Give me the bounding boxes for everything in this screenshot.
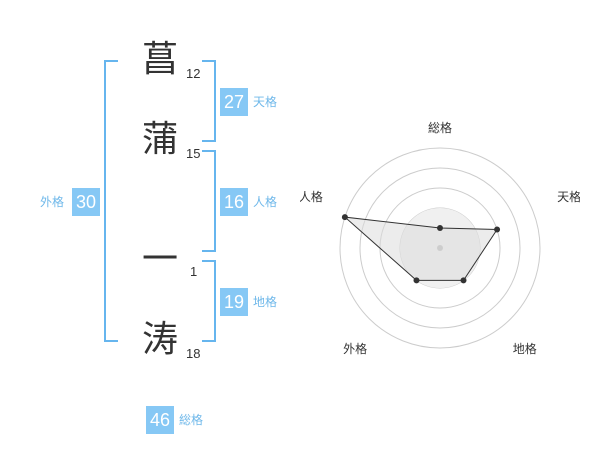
radar-point-3 (460, 277, 467, 284)
name-char-4: 涛 (142, 319, 179, 360)
chikaku-value: 19 (220, 288, 248, 316)
radar-grid-circle-4 (359, 167, 521, 329)
name-char-1: 菖 (142, 39, 179, 80)
gaikaku-label: 外格 (40, 195, 65, 209)
radar-axis-label-4: 外格 (343, 341, 367, 356)
jinkaku-label: 人格 (253, 195, 278, 209)
radar-point-2 (494, 226, 501, 233)
radar-point-5 (341, 214, 348, 221)
radar-axis-label-1: 総格 (428, 120, 452, 135)
chikaku-bracket (202, 260, 216, 342)
radar-point-1 (437, 225, 443, 231)
jinkaku-value: 16 (220, 188, 248, 216)
radar-shape (341, 214, 501, 284)
gaikaku-bracket (104, 60, 118, 342)
name-char-3: 一 (142, 239, 179, 280)
radar-axis-label-3: 地格 (513, 341, 537, 356)
tenkaku-label: 天格 (253, 95, 278, 109)
radar-axis-label-2: 天格 (557, 189, 580, 204)
name-char-2-strokes: 15 (186, 146, 201, 161)
jinkaku-bracket (202, 150, 216, 252)
soukaku-label: 総格 (179, 413, 204, 427)
gaikaku-value: 30 (72, 188, 100, 216)
soukaku-value: 46 (146, 406, 174, 434)
radar-point-4 (413, 277, 420, 284)
radar-axis-label-5: 人格 (300, 189, 323, 204)
name-char-2: 蒲 (142, 119, 179, 160)
chikaku-label: 地格 (253, 295, 278, 309)
name-char-1-strokes: 12 (186, 66, 201, 81)
radar-polygon (343, 216, 499, 281)
name-char-4-strokes: 18 (186, 346, 201, 361)
name-char-3-strokes: 1 (190, 264, 198, 279)
tenkaku-bracket (202, 60, 216, 142)
tenkaku-value: 27 (220, 88, 248, 116)
radar-grid-circle-5 (339, 147, 541, 349)
